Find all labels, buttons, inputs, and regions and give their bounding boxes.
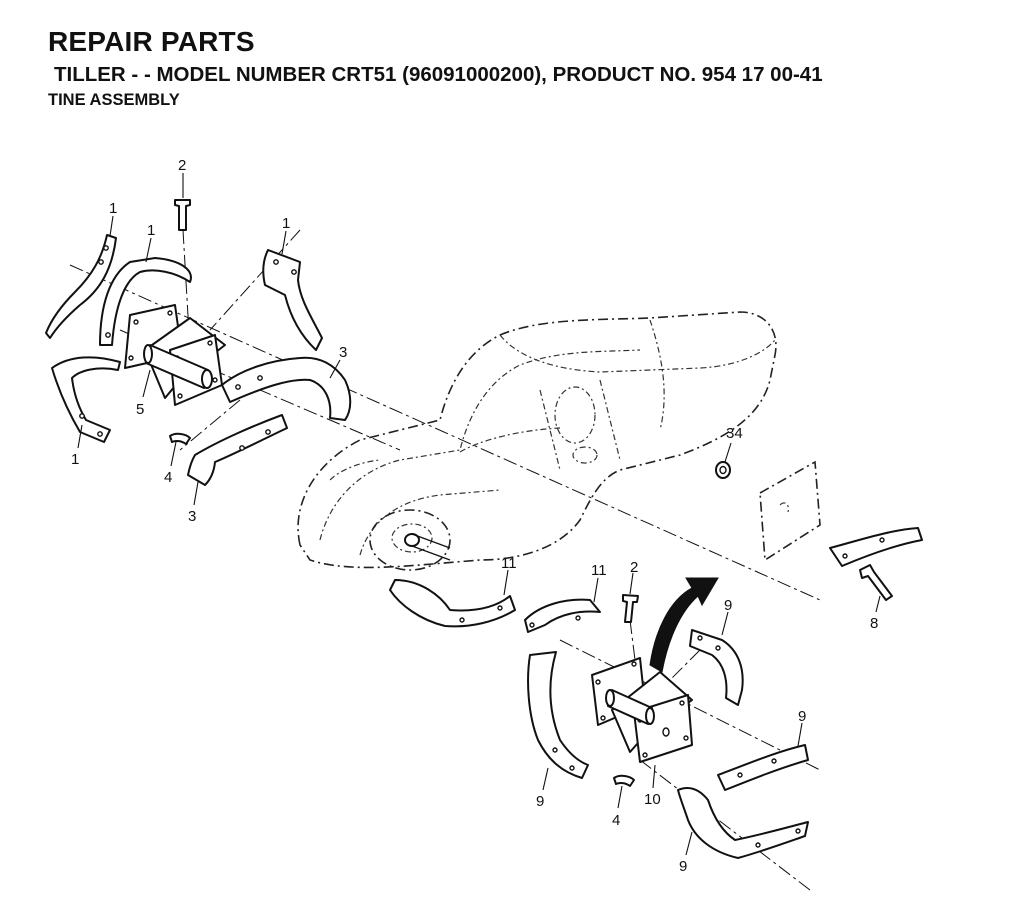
callout-3-a: 3 — [339, 344, 347, 361]
callout-5: 5 — [136, 401, 144, 418]
rotation-arrow — [649, 577, 719, 673]
tine-segment-right — [829, 527, 923, 567]
callouts: 1 1 1 1 2 3 3 4 5 34 8 11 11 2 9 9 9 4 1… — [71, 157, 878, 875]
callout-2-b: 2 — [630, 559, 638, 576]
callout-2-a: 2 — [178, 157, 186, 174]
callout-9-c: 9 — [536, 793, 544, 810]
bolt-2-lower — [622, 594, 639, 623]
callout-34: 34 — [726, 425, 743, 442]
right-side-parts — [715, 460, 923, 601]
tine-3-lower — [187, 414, 288, 486]
callout-9-a: 9 — [724, 597, 732, 614]
callout-1-c: 1 — [282, 215, 290, 232]
tine-9-bottom — [677, 787, 809, 859]
lower-tine-set — [389, 577, 809, 859]
callout-11-a: 11 — [501, 555, 517, 572]
tine-9-left — [527, 651, 589, 779]
bolt-2-upper — [174, 199, 191, 231]
page-title: REPAIR PARTS — [48, 26, 255, 57]
callout-8: 8 — [870, 615, 878, 632]
clip-4-upper — [169, 432, 191, 445]
tine-9-upper-right — [689, 629, 744, 706]
callout-4-b: 4 — [612, 812, 620, 829]
bolt-8 — [859, 564, 893, 601]
callout-10: 10 — [644, 791, 661, 808]
model-subtitle: TILLER - - MODEL NUMBER CRT51 (960910002… — [54, 63, 823, 86]
leader-lines — [77, 173, 881, 856]
clip-4-lower — [613, 774, 635, 787]
page-header: REPAIR PARTS TILLER - - MODEL NUMBER CRT… — [0, 0, 1024, 120]
callout-1-d: 1 — [71, 451, 79, 468]
output-shaft — [404, 533, 451, 561]
tine-1-upper-right — [262, 249, 323, 351]
tine-1-inner-left — [99, 257, 192, 346]
cover-plate-ghost — [759, 460, 821, 562]
transmission-housing-ghost — [297, 311, 777, 571]
upper-tine-set — [45, 199, 352, 486]
tine-1-lower-left — [51, 356, 121, 443]
tine-3-upper — [221, 356, 352, 421]
callout-1-b: 1 — [147, 222, 155, 239]
callout-9-b: 9 — [798, 708, 806, 725]
tine-11-right — [524, 598, 601, 633]
section-title: TINE ASSEMBLY — [48, 91, 180, 109]
callout-4-a: 4 — [164, 469, 172, 486]
callout-11-b: 11 — [591, 562, 607, 579]
callout-9-d: 9 — [679, 858, 687, 875]
callout-1-a: 1 — [109, 200, 117, 217]
tine-11-left — [389, 579, 516, 628]
callout-3-b: 3 — [188, 508, 196, 525]
tine-9-right — [717, 744, 809, 791]
